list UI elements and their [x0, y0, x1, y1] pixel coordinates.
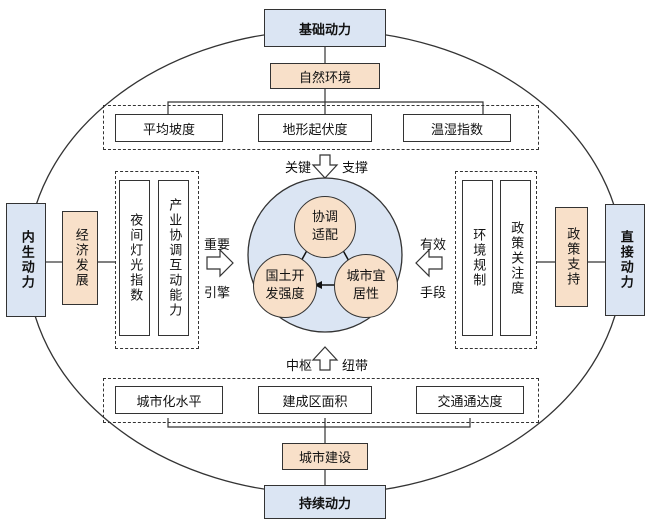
bottom-item-2: 建成区面积: [258, 386, 372, 414]
circle-livability-label: 城市宜居性: [346, 269, 386, 302]
arrow-left: [415, 248, 443, 278]
bottom-outer-label: 持续动力: [298, 496, 351, 512]
bottom-item-1: 城市化水平: [115, 386, 223, 414]
right-arrow-label-top: 有效: [420, 238, 447, 253]
left-dashed-group: [115, 171, 199, 349]
right-arrow-label-bottom: 手段: [420, 286, 447, 301]
bottom-arrow-label-left: 中枢: [286, 359, 313, 374]
arrow-right: [206, 248, 234, 278]
arrow-down: [311, 154, 339, 179]
top-item-2: 地形起伏度: [258, 114, 372, 142]
circle-land-development-label: 国土开发强度: [265, 269, 305, 302]
top-arrow-label-left: 关键: [285, 161, 312, 176]
right-middle-label: 政策支持: [564, 227, 580, 287]
top-item-1: 平均坡度: [115, 114, 223, 142]
circle-coordination-label: 协调适配: [311, 210, 338, 243]
left-outer-label: 内生动力: [18, 230, 34, 290]
bottom-outer-box: 持续动力: [264, 485, 386, 519]
left-item-2-label: 产业协调互动能力: [166, 198, 182, 318]
right-outer-box: 直接动力: [605, 204, 645, 316]
right-item-2-label: 政策关注度: [508, 220, 524, 296]
right-dashed-group: [455, 171, 537, 349]
left-item-1-label: 夜间灯光指数: [127, 213, 143, 303]
top-arrow-label-right: 支撑: [342, 161, 369, 176]
left-arrow-label-bottom: 引擎: [204, 286, 231, 301]
left-arrow-label-top: 重要: [204, 238, 231, 253]
top-outer-box: 基础动力: [264, 9, 386, 47]
bottom-dashed-group: [103, 378, 539, 423]
right-item-2: 政策关注度: [500, 180, 531, 336]
circle-land-development: 国土开发强度: [253, 254, 317, 318]
circle-livability: 城市宜居性: [334, 254, 398, 318]
circle-coordination: 协调适配: [294, 196, 356, 258]
bottom-arrow-label-right: 纽带: [342, 359, 369, 374]
top-item-3: 温湿指数: [403, 114, 511, 142]
top-item-3-label: 温湿指数: [430, 122, 483, 138]
top-middle-box: 自然环境: [270, 63, 380, 89]
top-middle-label: 自然环境: [298, 70, 351, 86]
left-outer-box: 内生动力: [6, 203, 46, 317]
left-item-1: 夜间灯光指数: [119, 180, 150, 336]
right-item-1: 环境规制: [462, 180, 493, 336]
top-item-2-label: 地形起伏度: [282, 122, 348, 138]
top-item-1-label: 平均坡度: [142, 122, 195, 138]
bottom-item-3-label: 交通通达度: [437, 394, 503, 410]
left-middle-box: 经济发展: [62, 211, 98, 305]
bottom-middle-box: 城市建设: [282, 443, 368, 470]
top-dashed-group: [103, 105, 539, 150]
right-outer-label: 直接动力: [617, 230, 633, 290]
top-outer-label: 基础动力: [298, 22, 351, 38]
right-middle-box: 政策支持: [555, 207, 588, 307]
bottom-item-1-label: 城市化水平: [136, 394, 202, 410]
bottom-middle-label: 城市建设: [298, 451, 351, 466]
left-middle-label: 经济发展: [72, 228, 88, 288]
arrow-up: [311, 346, 339, 371]
bottom-item-2-label: 建成区面积: [282, 394, 348, 410]
right-item-1-label: 环境规制: [470, 228, 486, 288]
left-item-2: 产业协调互动能力: [158, 180, 189, 336]
bottom-item-3: 交通通达度: [416, 386, 524, 414]
